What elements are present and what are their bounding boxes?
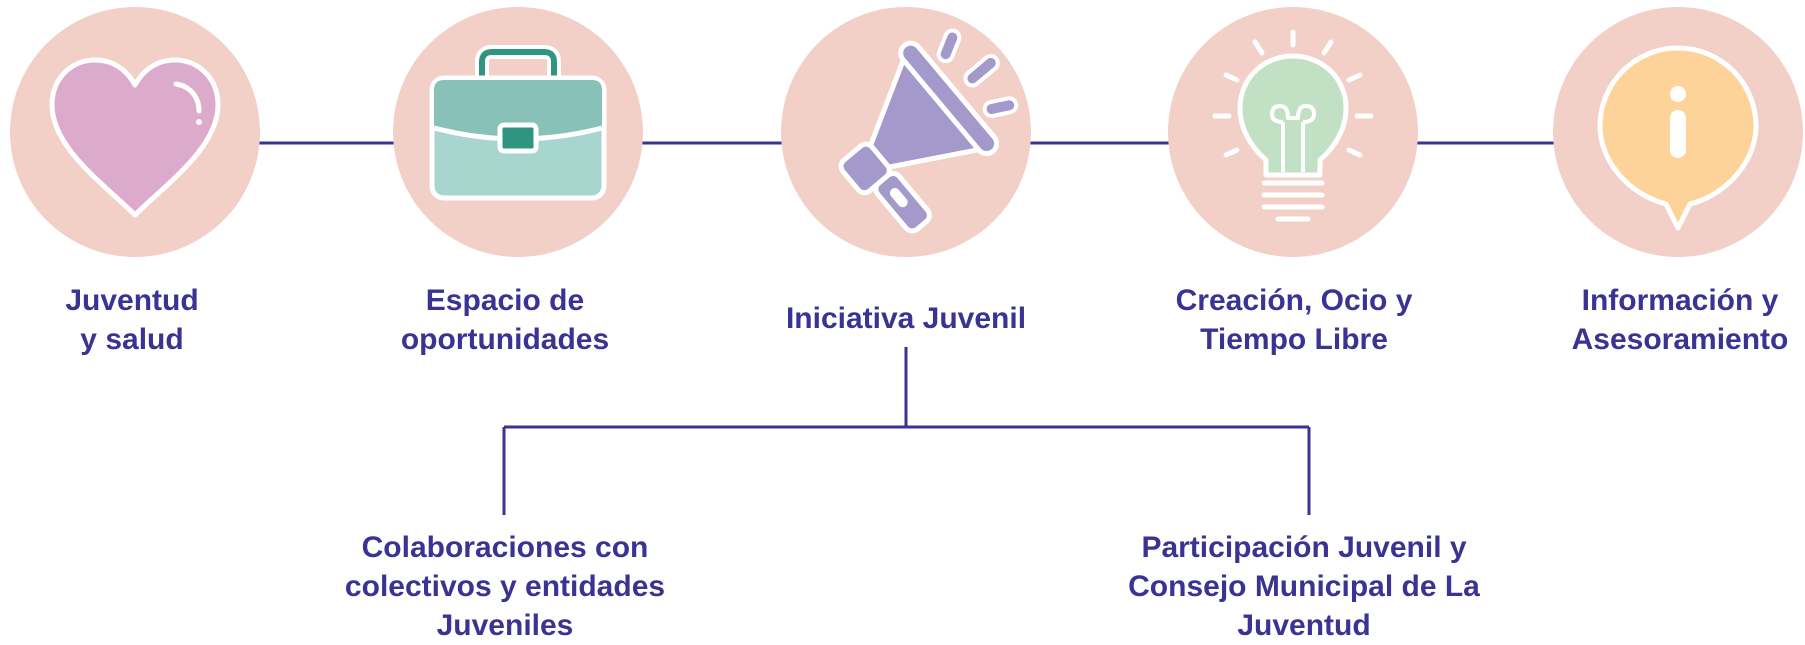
label-line: Iniciativa Juvenil [785,302,1027,335]
label-line: y salud [80,323,184,356]
node-circle-juventud-salud [10,7,260,257]
label-line: oportunidades [400,323,610,356]
label-line: Juventud [1237,609,1371,642]
label-line: Asesoramiento [1571,323,1789,356]
label-line: Colaboraciones con [361,531,649,564]
lightbulb-icon [1212,29,1374,222]
label-line: Creación, Ocio y [1175,284,1413,317]
label-line: colectivos y entidades [344,570,666,603]
node-circle-iniciativa-juvenil [781,7,1031,257]
label-line: Tiempo Libre [1200,323,1388,356]
label-colaboraciones: Colaboraciones con colectivos y entidade… [345,528,665,645]
heart-icon [49,57,221,218]
label-espacio-oportunidades: Espacio de oportunidades [401,281,609,359]
label-line: Juveniles [436,609,574,642]
label-creacion-ocio: Creación, Ocio y Tiempo Libre [1176,281,1413,359]
node-circle-informacion [1553,7,1803,257]
label-juventud-salud: Juventud y salud [65,281,198,359]
label-line: Juventud [65,284,199,317]
megaphone-icon [838,28,1019,234]
label-participacion-juvenil: Participación Juvenil y Consejo Municipa… [1128,528,1480,645]
label-line: Información y [1581,284,1779,317]
label-informacion: Información y Asesoramiento [1572,281,1789,359]
node-circle-espacio-oportunidades [393,7,643,257]
briefcase-icon [429,45,607,201]
label-line: Consejo Municipal de La [1128,570,1480,603]
branch-connector [502,347,1311,515]
label-line: Participación Juvenil y [1141,531,1467,564]
node-circle-creacion-ocio [1168,7,1418,257]
label-line: Espacio de [425,284,585,317]
label-iniciativa-juvenil: Iniciativa Juvenil [786,299,1026,338]
info-icon [1597,45,1759,231]
